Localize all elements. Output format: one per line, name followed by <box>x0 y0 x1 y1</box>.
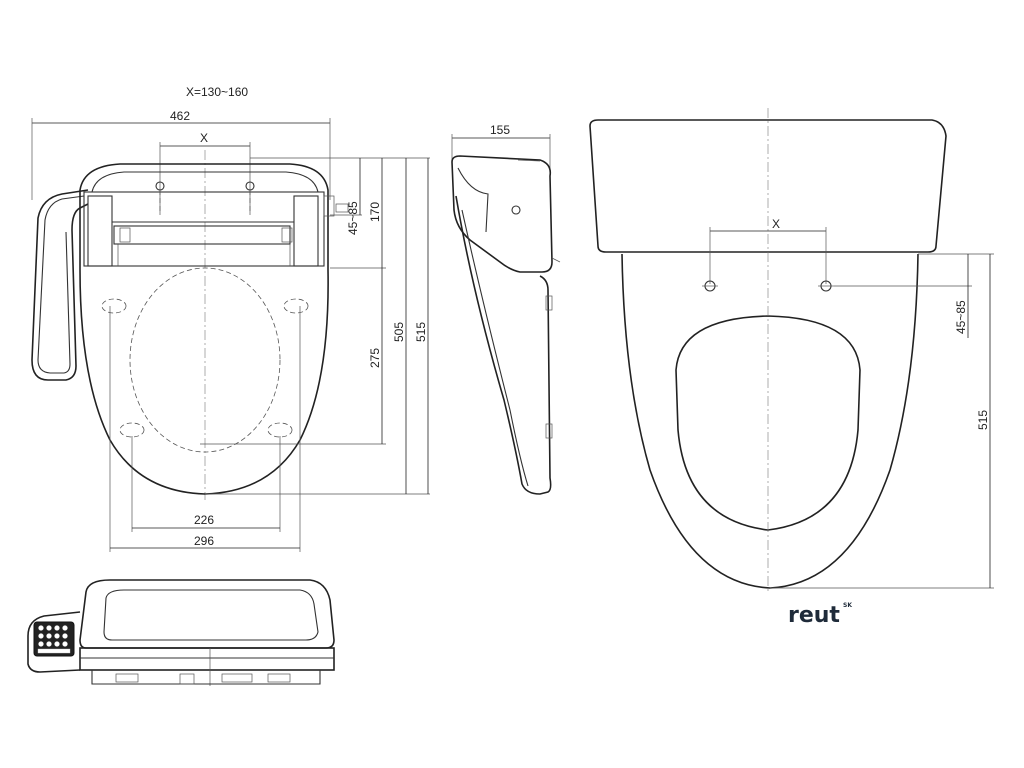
dim-label-505: 505 <box>392 322 406 342</box>
side-view: 462 155 <box>451 123 561 495</box>
dim-label-45-85: 45~85 <box>346 201 360 235</box>
key <box>62 633 68 639</box>
front-foot-2 <box>179 673 195 685</box>
front-feet <box>91 670 321 685</box>
dim-label-x-top: X <box>200 131 208 145</box>
key <box>38 641 44 647</box>
hinge-block <box>83 191 325 267</box>
brand-logo: reut <box>788 603 840 628</box>
bumper-top-left <box>101 298 127 314</box>
hinge-right <box>293 195 319 267</box>
side-seat-inner <box>461 209 529 487</box>
hinge-bar <box>113 225 291 245</box>
bumper-bottom-right <box>267 422 293 438</box>
side-housing-outline <box>451 155 553 273</box>
key <box>46 641 52 647</box>
key <box>54 633 60 639</box>
side-bracket-knob <box>335 203 349 213</box>
dim-label-515: 515 <box>414 322 428 342</box>
bowl-view: X 45~85 515 reut SK <box>589 108 994 628</box>
key <box>54 625 60 631</box>
dim-label-296: 296 <box>194 534 214 548</box>
dim-label-x-bowl: X <box>772 217 780 231</box>
front-view <box>27 579 335 686</box>
key <box>46 633 52 639</box>
front-base <box>79 647 335 671</box>
dim-label-275: 275 <box>368 348 382 368</box>
bumper-top-right <box>283 298 309 314</box>
dim-label-45-85-bowl: 45~85 <box>954 300 968 334</box>
dim-label-515-bowl: 515 <box>976 410 990 430</box>
front-foot-3 <box>221 673 253 683</box>
front-foot-4 <box>267 673 291 683</box>
tank-outline <box>589 119 947 253</box>
hinge-left <box>87 195 113 267</box>
key <box>54 641 60 647</box>
hinge-posts <box>117 244 291 266</box>
bowl-opening <box>675 315 861 531</box>
front-arm-outline <box>27 611 81 673</box>
brand-logo-superscript: SK <box>843 602 852 609</box>
bumper-bottom-left <box>119 422 145 438</box>
x-range-note: X=130~160 <box>186 85 248 99</box>
side-knob <box>511 205 521 215</box>
side-bumper-top <box>545 295 553 311</box>
dim-label-226: 226 <box>194 513 214 527</box>
key <box>38 625 44 631</box>
lid-edge <box>91 171 319 193</box>
side-tab <box>551 257 561 263</box>
hinge-bar-clip-right <box>281 227 293 243</box>
key <box>62 625 68 631</box>
dim-label-depth: 155 <box>490 123 510 137</box>
control-arm-outline <box>31 189 89 381</box>
front-lid-outline <box>79 579 335 649</box>
seat-outline <box>79 163 329 495</box>
side-bracket <box>323 195 335 217</box>
front-lid-inner <box>103 589 319 641</box>
side-seat-outline <box>455 195 552 495</box>
side-vent <box>517 159 541 162</box>
dim-label-462: 462 <box>170 109 190 123</box>
key <box>46 625 52 631</box>
top-view: X=130~160 462 X <box>31 85 430 552</box>
hinge-bar-clip-left <box>119 227 131 243</box>
front-foot-1 <box>115 673 139 683</box>
control-arm-inner <box>37 195 85 374</box>
key <box>62 641 68 647</box>
key-bar <box>37 648 71 654</box>
keypad-keys <box>37 625 71 654</box>
seat-opening <box>129 267 281 453</box>
dim-label-170: 170 <box>368 202 382 222</box>
key <box>38 633 44 639</box>
side-bumper-bottom <box>545 423 553 439</box>
side-housing-inner <box>457 167 489 233</box>
bowl-outline <box>621 253 919 589</box>
